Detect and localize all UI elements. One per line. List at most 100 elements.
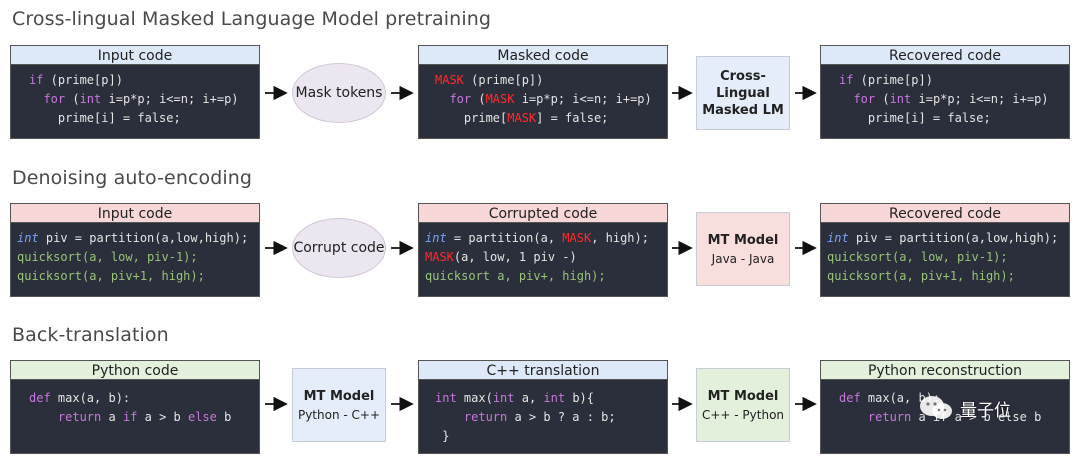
code-line: quicksort(a, low, piv-1);	[827, 248, 1069, 267]
model-title: Cross-Lingual Masked LM	[702, 68, 784, 118]
code-token: a	[101, 410, 123, 424]
code-token: (	[875, 92, 890, 106]
model-title: MT Model	[707, 232, 779, 248]
code-token: (	[65, 92, 80, 106]
code-block: int = partition(a, MASK , high); MASK(a, l…	[418, 223, 668, 297]
code-token: int	[492, 391, 515, 405]
code-token: quicksort(a, piv+1, high);	[827, 269, 1015, 283]
code-token: int	[889, 92, 912, 106]
panel-header: Python code	[10, 360, 260, 380]
code-token: = partition(a,	[446, 231, 563, 245]
code-token: prime[i] = false;	[839, 111, 991, 125]
code-token: i=p*p; i<=n; i+=p)	[911, 92, 1049, 106]
code-token: i=p*p; i<=n; i+=p)	[514, 92, 652, 106]
code-block: int piv = partition(a,low,high); quicksor…	[10, 223, 260, 297]
code-token: piv = partition(a,low,high);	[848, 231, 1059, 245]
python-code-panel: Python code def max(a, b): return a if a…	[10, 360, 260, 454]
panel-header: Input code	[10, 45, 260, 65]
code-token: , high);	[591, 231, 649, 245]
code-token: (a, low, 1 piv -)	[453, 250, 577, 264]
code-line: return a if a > b else b	[29, 408, 259, 427]
code-block: if (prime[p]) for (int i=p*p; i<=n; i+=p…	[820, 65, 1070, 139]
code-token: quicksort(a, piv+1, high);	[17, 269, 205, 283]
code-token: int	[17, 231, 39, 245]
mask-token: MASK	[425, 250, 454, 264]
code-token: for	[435, 92, 472, 106]
code-token: (	[471, 92, 486, 106]
code-token: def	[839, 391, 861, 405]
model-subtitle: Python - C++	[297, 407, 381, 422]
code-line: prime[i] = false;	[29, 109, 259, 128]
code-token: else	[187, 410, 217, 424]
section-title-mlm: Cross-lingual Masked Language Model pret…	[12, 8, 491, 30]
code-token: int	[425, 231, 447, 245]
step-label: Mask tokens	[295, 85, 383, 101]
cpp-translation-panel: C++ translation int max(int a, int b){ r…	[418, 360, 668, 454]
panel-header: Python reconstruction	[820, 360, 1070, 380]
mt-model-python-cpp-box: MT Model Python - C++	[292, 368, 386, 442]
panel-header: Input code	[10, 203, 260, 223]
code-token: quicksort(a, low, piv-1);	[17, 250, 198, 264]
code-token: int	[435, 391, 457, 405]
code-token: ] = false;	[536, 111, 609, 125]
code-token: int	[79, 92, 102, 106]
code-line: MASK (prime[p])	[435, 71, 667, 90]
code-line: if (prime[p])	[839, 71, 1069, 90]
step-label: Corrupt code	[293, 240, 385, 256]
code-token: a,	[514, 391, 544, 405]
code-line: prime[MASK] = false;	[435, 109, 667, 128]
recovered-code-panel: Recovered code if (prime[p]) for (int i=…	[820, 45, 1070, 139]
panel-header: Corrupted code	[418, 203, 668, 223]
code-token: b	[216, 410, 232, 424]
code-token: }	[435, 429, 450, 443]
code-block: if (prime[p]) for (int i=p*p; i<=n; i+=p…	[10, 65, 260, 139]
code-line: quicksort(a, piv+1, high);	[827, 267, 1069, 286]
panel-header: Masked code	[418, 45, 668, 65]
mask-token: MASK	[507, 111, 537, 125]
code-line: for (int i=p*p; i<=n; i+=p)	[839, 90, 1069, 109]
section-title-denoising: Denoising auto-encoding	[12, 167, 253, 189]
code-line: for (MASK i=p*p; i<=n; i+=p)	[435, 90, 667, 109]
code-token: max(a, b):	[50, 391, 131, 405]
code-token: (prime[p])	[853, 73, 933, 87]
model-subtitle: C++ - Python	[701, 407, 785, 422]
input-code-panel: Input code int piv = partition(a,low,hig…	[10, 203, 260, 297]
code-token: return	[839, 410, 912, 424]
code-token: (prime[p])	[43, 73, 123, 87]
panel-header: Recovered code	[820, 45, 1070, 65]
mask-token: MASK	[485, 92, 515, 106]
input-code-panel: Input code if (prime[p]) for (int i=p*p;…	[10, 45, 260, 139]
code-token: return	[435, 410, 508, 424]
section-title-back-translation: Back-translation	[12, 324, 169, 346]
code-token: b){	[565, 391, 594, 405]
code-token: def	[29, 391, 51, 405]
code-token: a > b	[137, 410, 188, 424]
code-block: def max(a, b): return a if a > b else b	[10, 380, 260, 454]
panel-header: C++ translation	[418, 360, 668, 380]
code-token: int	[543, 391, 566, 405]
panel-header: Recovered code	[820, 203, 1070, 223]
watermark-text: 量子位	[960, 400, 1011, 421]
model-title: MT Model	[303, 388, 375, 404]
code-line: int piv = partition(a,low,high);	[17, 229, 259, 248]
code-token: piv = partition(a,low,high);	[38, 231, 249, 245]
code-token: prime[i] = false;	[29, 111, 181, 125]
code-line: return a > b ? a : b;	[435, 408, 667, 427]
code-line: def max(a, b):	[29, 389, 259, 408]
watermark: 量子位	[918, 394, 1011, 422]
corrupted-code-panel: Corrupted code int = partition(a, MASK , …	[418, 203, 668, 297]
model-title: MT Model	[707, 388, 779, 404]
code-token: (prime[p])	[463, 73, 544, 87]
code-line: }	[435, 427, 667, 446]
code-block: int max(int a, int b){ return a > b ? a …	[418, 380, 668, 454]
code-token: if	[29, 73, 44, 87]
code-block: MASK (prime[p]) for (MASK i=p*p; i<=n; i…	[418, 65, 668, 139]
code-line: MASK(a, low, 1 piv -)	[425, 248, 667, 267]
mask-tokens-step: Mask tokens	[292, 63, 386, 123]
code-line: quicksort(a, piv+1, high);	[17, 267, 259, 286]
mt-model-cpp-python-box: MT Model C++ - Python	[696, 368, 790, 442]
code-token: for	[839, 92, 876, 106]
code-token: a > b ? a : b;	[507, 410, 616, 424]
code-token: i=p*p; i<=n; i+=p)	[101, 92, 239, 106]
mt-model-java-box: MT Model Java - Java	[696, 212, 790, 286]
